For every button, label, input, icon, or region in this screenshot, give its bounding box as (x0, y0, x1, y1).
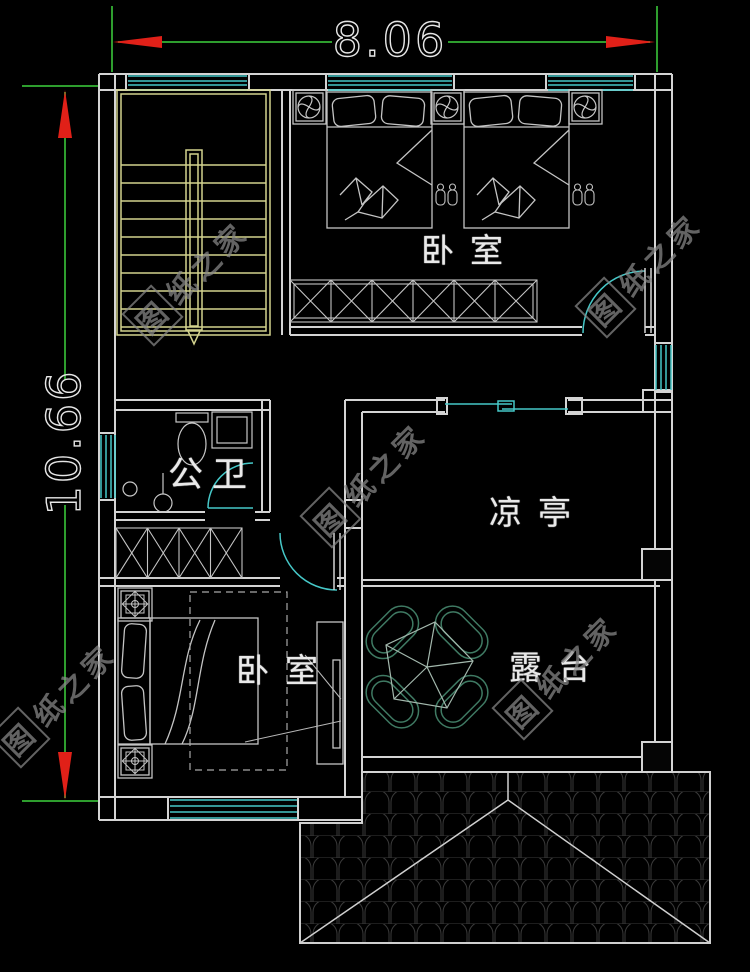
room-label-pavilion: 凉亭 (489, 493, 587, 532)
slippers-icon (435, 183, 458, 206)
bedroom-top-furniture (292, 89, 603, 229)
railing-columns (641, 548, 673, 773)
arrow-right-icon (606, 36, 655, 48)
bedroom-bottom-furniture (117, 587, 344, 779)
arrow-left-icon (113, 36, 162, 48)
dimension-height-label: 10.66 (36, 368, 91, 516)
room-label-bedroom-top: 卧室 (421, 231, 519, 270)
floor-drain-icon (122, 481, 138, 497)
door-leaves (333, 268, 652, 590)
fan-icon (435, 95, 459, 119)
toilet-tank (175, 412, 209, 423)
double-bed (326, 91, 433, 229)
arrow-up-icon (58, 90, 72, 138)
doors (207, 268, 652, 591)
wardrobe-hatch-top (289, 279, 538, 323)
sliding-door-pavilion (445, 403, 568, 410)
fan-icon (297, 95, 321, 119)
staircase (116, 89, 271, 346)
door-swing-arcs (207, 270, 646, 591)
bed-headboard (117, 617, 151, 745)
room-label-bedroom-bottom: 卧室 (236, 651, 334, 690)
double-bed (463, 91, 570, 229)
stair-direction-arrow-icon (187, 330, 201, 346)
room-label-bathroom: 公卫 (167, 455, 257, 496)
fan-icon (573, 95, 597, 119)
ceiling-projection-dashed (189, 591, 288, 771)
windows (100, 75, 672, 819)
dimension-annotations (22, 6, 658, 802)
toilet-bowl (177, 422, 207, 466)
dimension-width-label: 8.06 (332, 12, 448, 67)
window-top-bedroom-2 (548, 75, 633, 91)
tv-cabinet (316, 621, 344, 765)
window-top-bedroom-1 (328, 75, 452, 91)
window-bottom-bedroom (170, 799, 297, 819)
slippers-icon (572, 183, 595, 206)
compass-star-icon (121, 747, 149, 775)
sink-counter (211, 411, 253, 449)
wardrobe-hatch-hall (115, 527, 243, 579)
window-right-corridor (655, 345, 672, 390)
bathroom-fixtures (122, 411, 253, 513)
room-label-terrace: 露台 (509, 648, 607, 687)
compass-star-icon (121, 590, 149, 618)
window-left-bathroom (100, 435, 116, 498)
double-bed (149, 617, 259, 745)
parasol-umbrella (385, 621, 474, 709)
terrace-table-icon (358, 598, 496, 736)
sliding-door-overlap (497, 400, 515, 412)
arrow-down-icon (58, 752, 72, 800)
window-top-stairwell (128, 75, 247, 91)
